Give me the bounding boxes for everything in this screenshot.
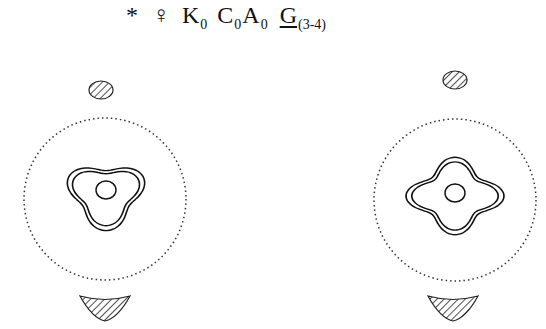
perianth-circle: [374, 119, 536, 281]
ovary-outline: [67, 168, 144, 231]
axis-symbol: [89, 81, 113, 99]
formula-symbol: A: [242, 0, 259, 30]
formula-symbol: *: [126, 0, 138, 30]
placenta-circle: [445, 184, 465, 202]
axis-symbol: [443, 71, 467, 89]
ovary-outline: [73, 171, 140, 225]
placenta-circle: [96, 181, 116, 199]
right-flower: [374, 71, 536, 321]
floral-formula: *♀K0C0A0G(3-4): [126, 0, 326, 32]
bract-symbol: [428, 296, 478, 321]
perianth-circle: [24, 118, 186, 280]
formula-symbol: ♀: [152, 0, 170, 30]
formula-symbol: C: [217, 0, 233, 30]
left-flower: [24, 81, 186, 321]
bract-symbol: [80, 296, 130, 321]
formula-subscript: 0: [261, 18, 268, 32]
ovary-outline: [412, 162, 498, 230]
ovary-outline: [406, 157, 504, 235]
formula-subscript: 0: [200, 18, 207, 32]
formula-symbol: G: [280, 0, 297, 30]
formula-subscript: 0: [234, 18, 241, 32]
formula-symbol: K: [182, 0, 199, 30]
formula-subscript: (3-4): [298, 18, 326, 32]
